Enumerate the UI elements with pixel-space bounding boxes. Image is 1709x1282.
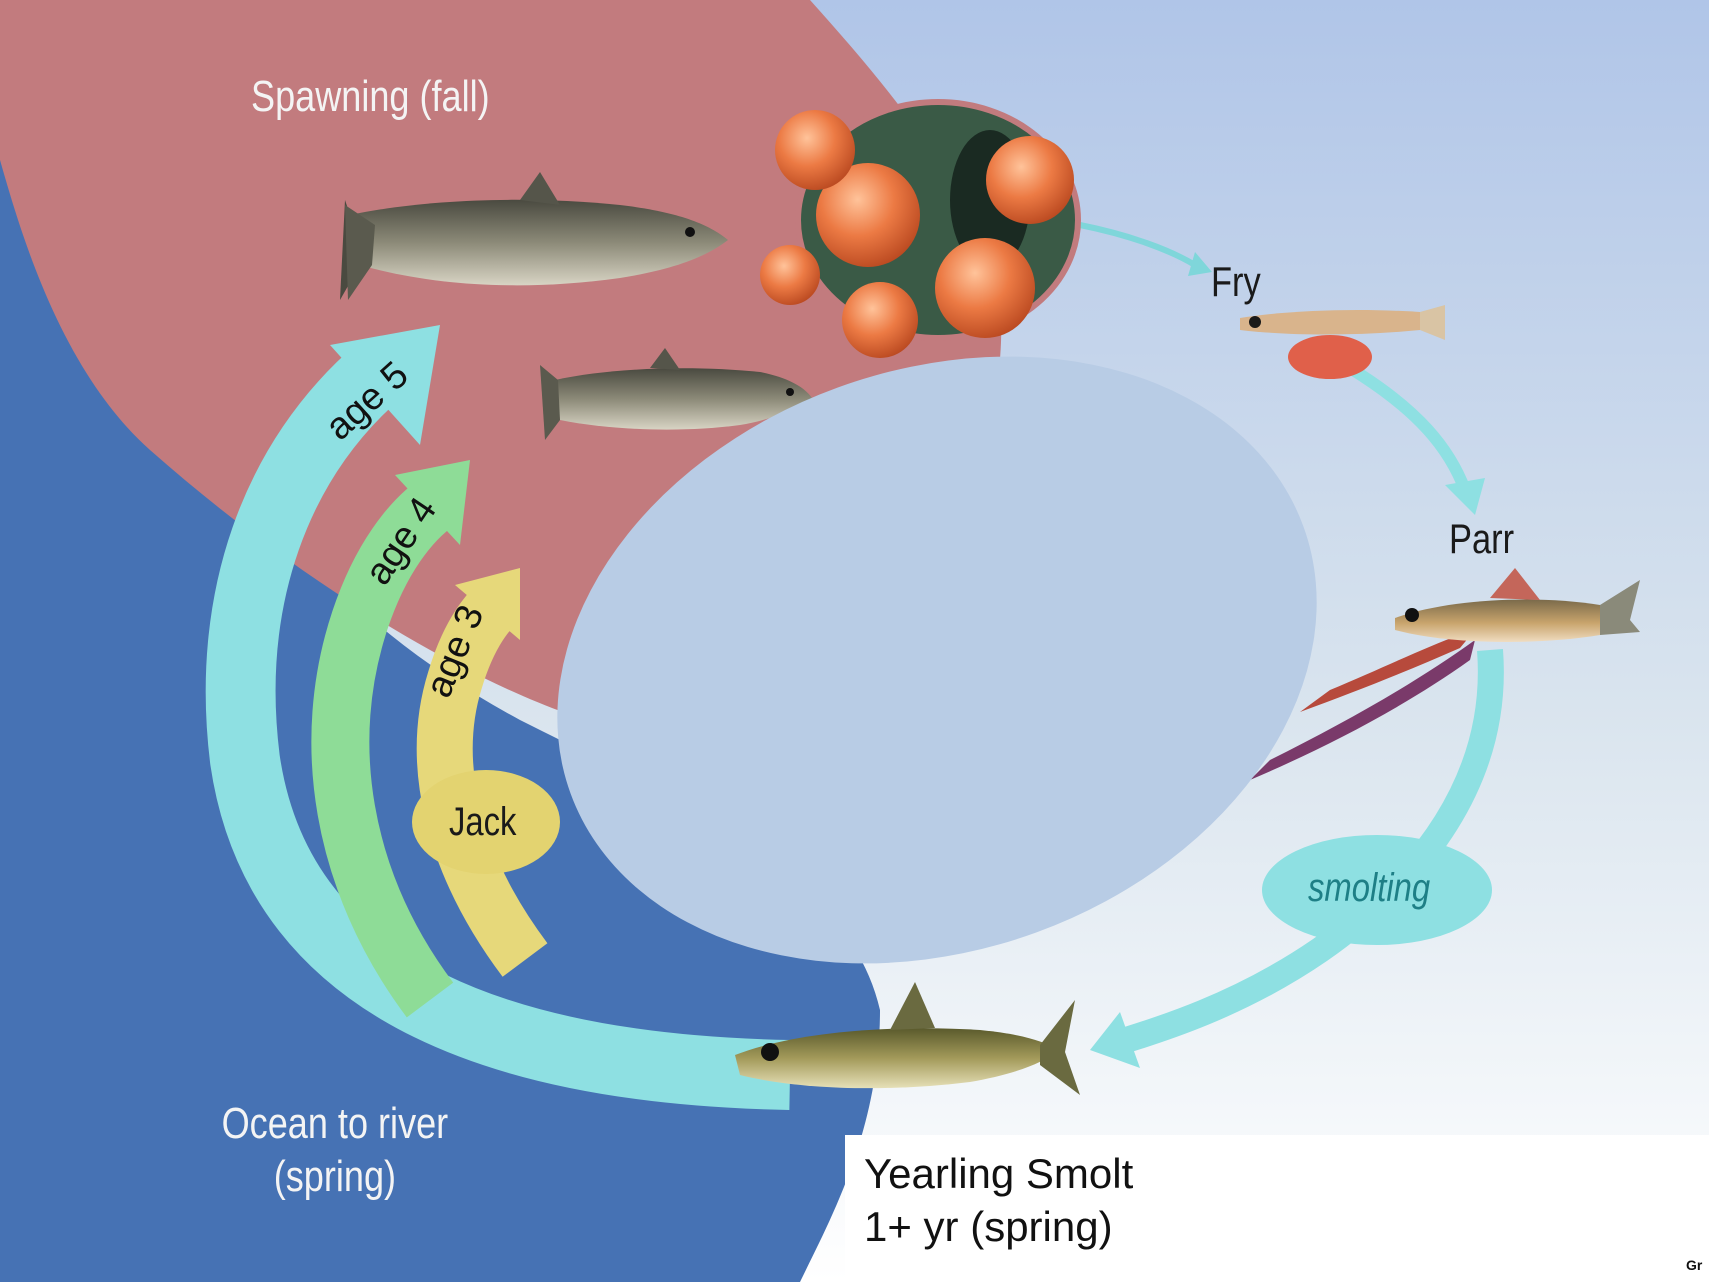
yearling-line1: Yearling Smolt — [864, 1148, 1133, 1201]
credit-text: Gr — [1686, 1257, 1702, 1273]
yearling-smolt-label: Yearling Smolt 1+ yr (spring) — [864, 1148, 1133, 1253]
jack-label: Jack — [449, 800, 516, 845]
ocean-to-river-label: Ocean to river (spring) — [216, 1098, 454, 1204]
ocean-line1: Ocean to river — [216, 1098, 454, 1151]
yearling-line2: 1+ yr (spring) — [864, 1201, 1133, 1254]
parr-label: Parr — [1449, 515, 1514, 563]
smolting-label: smolting — [1308, 866, 1430, 911]
ocean-line2: (spring) — [216, 1151, 454, 1204]
fry-label: Fry — [1211, 258, 1261, 306]
spawning-label: Spawning (fall) — [251, 72, 490, 122]
